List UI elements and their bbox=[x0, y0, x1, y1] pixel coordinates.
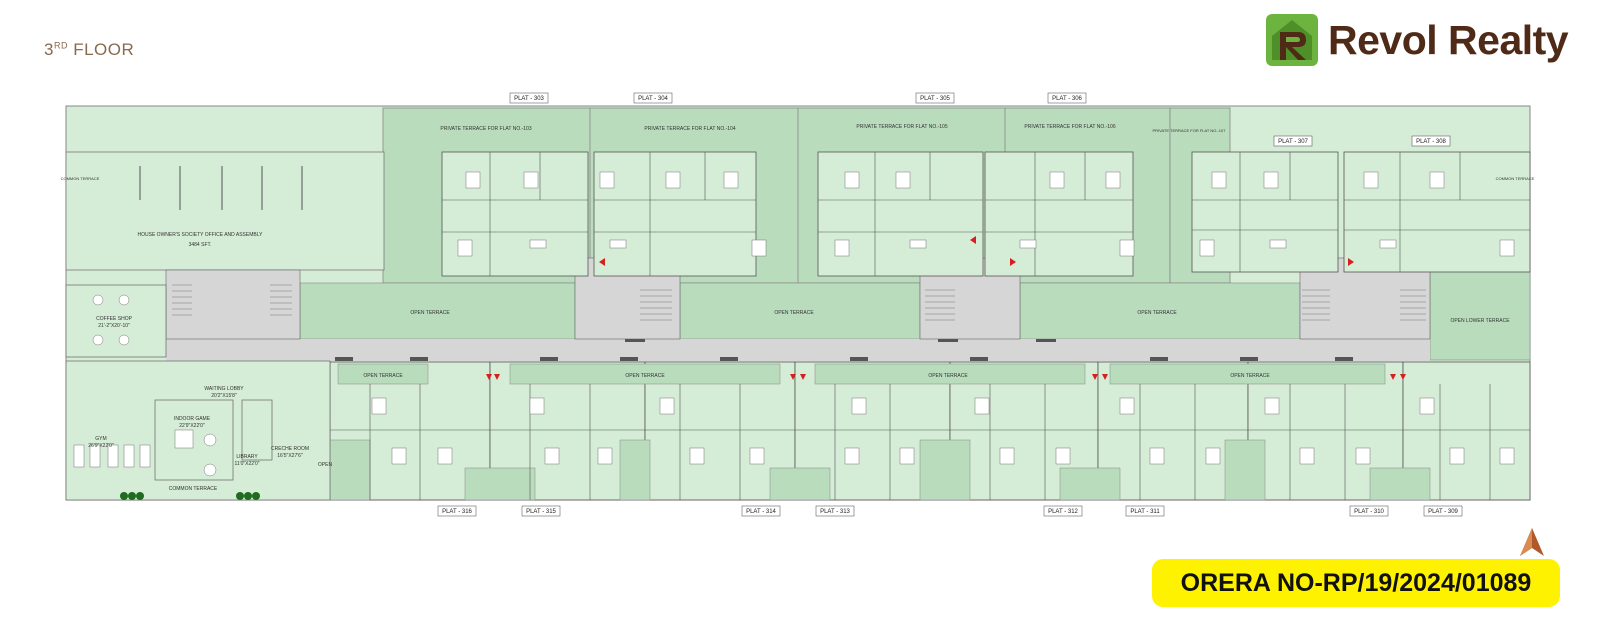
brand-name: Revol Realty bbox=[1328, 16, 1569, 63]
open-terrace-mid-3 bbox=[1019, 282, 1301, 340]
bottom-terrace-strips bbox=[329, 363, 1431, 501]
amenity-zone bbox=[65, 284, 331, 501]
creche-room-size: 16'5"X27'6" bbox=[277, 453, 303, 459]
private-terrace-label: PRIVATE TERRACE FOR FLAT NO.-105 bbox=[856, 124, 947, 130]
planters bbox=[120, 492, 260, 500]
creche-room-label: CRECHE ROOM bbox=[271, 446, 309, 452]
open-terrace-label: OPEN TERRACE bbox=[625, 373, 665, 379]
coffee-shop-size: 21'-2"X20'-10" bbox=[98, 323, 130, 329]
plat-label: PLAT - 304 bbox=[638, 96, 668, 102]
indoor-game-label: INDOOR GAME bbox=[174, 416, 211, 422]
plat-label: PLAT - 308 bbox=[1416, 139, 1446, 145]
orera-registration-badge: ORERA NO-RP/19/2024/01089 bbox=[1152, 559, 1560, 607]
stair-core-1 bbox=[165, 269, 301, 340]
plat-label: PLAT - 315 bbox=[526, 509, 556, 515]
entry-markers bbox=[486, 236, 1406, 380]
top-furniture bbox=[457, 171, 1515, 257]
corridor bbox=[166, 339, 1430, 361]
house-r-logo-icon bbox=[1266, 14, 1318, 66]
open-terrace-mid-4 bbox=[1429, 269, 1531, 361]
common-terrace-right-label: COMMON TERRACE bbox=[1496, 176, 1535, 181]
private-terrace-label: PRIVATE TERRACE FOR FLAT NO.-104 bbox=[644, 126, 735, 132]
gym-size: 26'9"X22'0" bbox=[88, 443, 114, 449]
floor-plan: PLAT - 303 PLAT - 304 PLAT - 305 PLAT - … bbox=[61, 92, 1535, 517]
north-arrow-icon bbox=[1520, 528, 1544, 556]
plat-label: PLAT - 307 bbox=[1278, 139, 1308, 145]
waiting-lobby-label: WAITING LOBBY bbox=[204, 386, 244, 392]
plat-label: PLAT - 306 bbox=[1052, 96, 1082, 102]
plat-label: PLAT - 311 bbox=[1130, 509, 1160, 515]
bottom-flat-rooms bbox=[330, 384, 1530, 500]
private-terrace-label: PRIVATE TERRACE FOR FLAT NO.-103 bbox=[440, 126, 531, 132]
corridor-walls bbox=[335, 339, 1353, 361]
library-size: 11'0"X22'0" bbox=[234, 461, 259, 467]
plat-label-top: PLAT - 303 PLAT - 304 PLAT - 305 PLAT - … bbox=[509, 92, 1451, 147]
bottom-furniture bbox=[371, 397, 1515, 465]
open-terrace-mid-2 bbox=[679, 282, 921, 340]
plat-label: PLAT - 310 bbox=[1354, 509, 1384, 515]
floor-number: 3 bbox=[44, 40, 54, 59]
open-terrace-label: OPEN TERRACE bbox=[928, 373, 968, 379]
floor-word: FLOOR bbox=[73, 40, 135, 59]
open-terrace-label: OPEN TERRACE bbox=[774, 310, 814, 316]
indoor-game-size: 22'9"X22'0" bbox=[179, 423, 205, 429]
plat-label: PLAT - 314 bbox=[746, 509, 776, 515]
open-terrace-label: OPEN TERRACE bbox=[1230, 373, 1270, 379]
open-terrace-label: OPEN TERRACE bbox=[363, 373, 403, 379]
stair-hatch bbox=[172, 284, 1426, 321]
open-small-label: OPEN bbox=[318, 462, 333, 468]
library-label: LIBRARY bbox=[236, 454, 258, 460]
coffee-shop-label: COFFEE SHOP bbox=[96, 316, 133, 322]
plat-label-bottom: PLAT - 316 PLAT - 315 PLAT - 314 PLAT - … bbox=[437, 505, 1463, 517]
waiting-lobby-size: 20'2"X15'8" bbox=[211, 393, 237, 399]
office-walls bbox=[139, 166, 303, 210]
floor-suffix: RD bbox=[53, 40, 68, 51]
common-terrace-bottom-label: COMMON TERRACE bbox=[169, 486, 218, 492]
gym-label: GYM bbox=[95, 436, 106, 442]
plat-label: PLAT - 313 bbox=[820, 509, 850, 515]
floor-title: 3RD FLOOR bbox=[44, 40, 134, 60]
open-terrace-label: OPEN TERRACE bbox=[1137, 310, 1177, 316]
open-terrace-label: OPEN TERRACE bbox=[410, 310, 450, 316]
plat-label: PLAT - 312 bbox=[1048, 509, 1078, 515]
society-office-block bbox=[65, 151, 385, 271]
plat-label: PLAT - 303 bbox=[514, 96, 544, 102]
common-terrace-left-label: COMMON TERRACE bbox=[61, 176, 100, 181]
private-terrace-label: PRIVATE TERRACE FOR FLAT NO.-106 bbox=[1024, 124, 1115, 130]
open-terrace-label: OPEN LOWER TERRACE bbox=[1450, 318, 1510, 324]
top-flats bbox=[441, 151, 1531, 277]
plat-label: PLAT - 305 bbox=[920, 96, 950, 102]
plat-label: PLAT - 316 bbox=[442, 509, 472, 515]
society-office-area: 3484 SFT. bbox=[189, 242, 212, 248]
private-terrace-label: PRIVATE TERRACE FOR FLAT NO.-107 bbox=[1153, 128, 1227, 133]
top-flat-rooms bbox=[442, 152, 1530, 276]
society-office-label: HOUSE OWNER'S SOCIETY OFFICE AND ASSEMBL… bbox=[138, 232, 264, 238]
brand-header: Revol Realty bbox=[1266, 14, 1569, 66]
gym-equipment bbox=[73, 294, 217, 477]
plat-label: PLAT - 309 bbox=[1428, 509, 1458, 515]
